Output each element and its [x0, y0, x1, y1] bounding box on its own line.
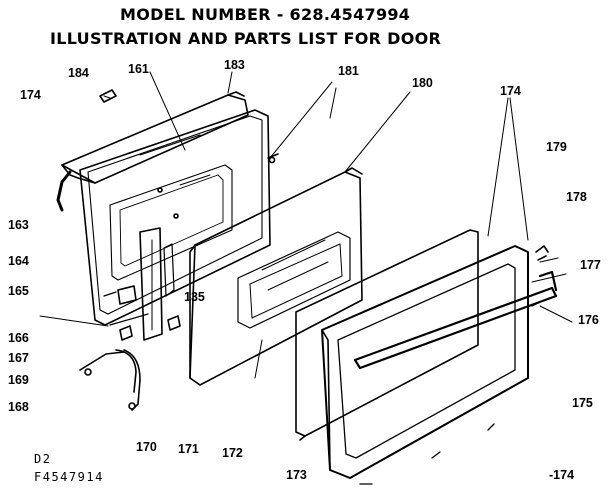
callout-163: 163	[8, 218, 29, 232]
inner-door-panel-161	[79, 109, 271, 326]
fasteners	[359, 301, 541, 485]
clip-178	[535, 245, 549, 261]
door-inner-panel-180	[189, 167, 363, 386]
callout-169: 169	[8, 373, 29, 387]
outer-door-frame-175	[321, 245, 529, 479]
handle-bar-176	[353, 270, 558, 370]
drawing-number: F4547914	[34, 470, 104, 484]
callout-179: 179	[546, 140, 567, 154]
window-glass-174	[295, 229, 479, 441]
page-code: D2	[34, 452, 52, 466]
leader-lines	[39, 71, 573, 379]
callout-172: 172	[222, 446, 243, 460]
callout-167: 167	[8, 351, 29, 365]
callout-178: 178	[566, 190, 587, 204]
callout-181: 181	[338, 64, 359, 78]
callout-183: 183	[224, 58, 245, 72]
callout-176: 176	[578, 313, 599, 327]
callout-174-top-right: 174	[500, 84, 521, 98]
diagram-subtitle: ILLUSTRATION AND PARTS LIST FOR DOOR	[50, 29, 442, 48]
callout-135: 135	[184, 290, 205, 304]
model-number-title: MODEL NUMBER - 628.4547994	[120, 5, 411, 24]
outer-trim-frame-183	[61, 91, 249, 184]
door-handle-163	[56, 170, 72, 212]
callout-165: 165	[8, 284, 29, 298]
callout-166: 166	[8, 331, 29, 345]
screw-181	[267, 153, 279, 164]
callout-170: 170	[136, 440, 157, 454]
callout-173: 173	[286, 468, 307, 482]
callout-171: 171	[178, 442, 199, 456]
callout-180: 180	[412, 76, 433, 90]
callout-184: 184	[68, 66, 89, 80]
hinge-assembly-left	[103, 227, 181, 341]
callout-168: 168	[8, 400, 29, 414]
callout-174-top-left: 174	[20, 88, 41, 102]
screw-184	[99, 89, 117, 103]
callout-161: 161	[128, 62, 149, 76]
callout-177: 177	[580, 258, 601, 272]
hinge-arm-169	[79, 349, 141, 411]
callout-164: 164	[8, 254, 29, 268]
callout-174-bottom: -174	[549, 468, 575, 482]
callout-175: 175	[572, 396, 593, 410]
